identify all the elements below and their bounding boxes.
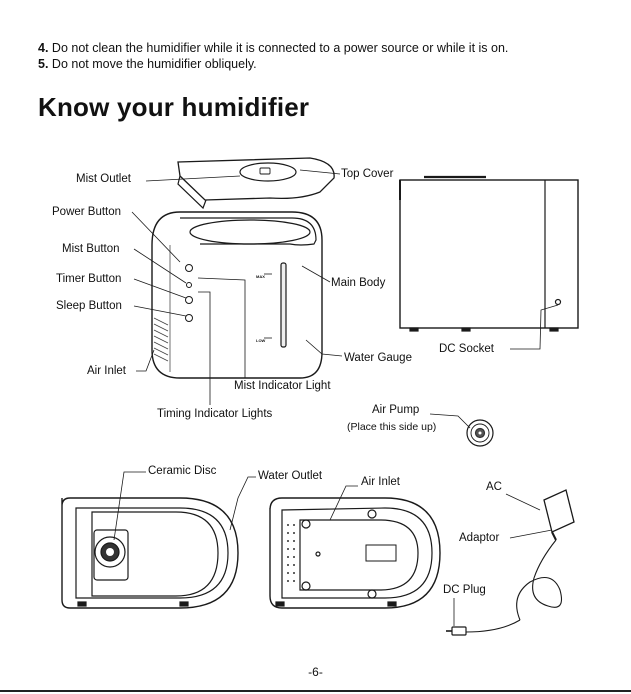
label-dc-plug: DC Plug bbox=[443, 584, 486, 596]
label-air-inlet-side: Air Inlet bbox=[87, 365, 126, 377]
rear-view-drawing bbox=[399, 175, 579, 332]
label-power-button: Power Button bbox=[52, 206, 122, 218]
label-water-gauge: Water Gauge bbox=[344, 352, 412, 364]
top-cover-drawing bbox=[177, 157, 335, 210]
page-heading: Know your humidifier bbox=[38, 92, 310, 122]
bottom-view-outlet-drawing bbox=[269, 497, 441, 609]
adaptor-drawing bbox=[446, 489, 575, 636]
gauge-max-mark: MAX bbox=[256, 274, 265, 279]
note-5: 5. Do not move the humidifier obliquely. bbox=[38, 57, 257, 71]
label-main-body: Main Body bbox=[331, 277, 386, 289]
label-mist-outlet: Mist Outlet bbox=[76, 173, 131, 185]
bottom-rule bbox=[0, 690, 631, 692]
label-ac: AC bbox=[486, 481, 502, 493]
label-ceramic-disc: Ceramic Disc bbox=[148, 465, 217, 477]
label-adaptor: Adaptor bbox=[459, 532, 500, 544]
bottom-view-disc-drawing bbox=[61, 497, 239, 609]
label-timer-button: Timer Button bbox=[56, 273, 122, 285]
leader-lines bbox=[113, 169, 559, 626]
label-mist-indicator-light: Mist Indicator Light bbox=[234, 380, 331, 392]
page-number: -6- bbox=[308, 665, 323, 679]
label-mist-button: Mist Button bbox=[62, 243, 120, 255]
label-air-inlet-bottom: Air Inlet bbox=[361, 476, 400, 488]
air-pump-drawing bbox=[466, 419, 494, 447]
label-sleep-button: Sleep Button bbox=[56, 300, 122, 312]
label-timing-indicator-lights: Timing Indicator Lights bbox=[157, 408, 273, 420]
label-water-outlet: Water Outlet bbox=[258, 470, 323, 482]
label-air-pump: Air Pump bbox=[372, 404, 420, 416]
main-body-drawing bbox=[151, 211, 323, 379]
label-air-pump-note: (Place this side up) bbox=[347, 421, 437, 433]
note-4: 4. Do not clean the humidifier while it … bbox=[38, 41, 509, 55]
label-dc-socket: DC Socket bbox=[439, 343, 494, 355]
safety-notes: 4. Do not clean the humidifier while it … bbox=[38, 40, 508, 72]
gauge-low-mark: LOW bbox=[256, 338, 266, 343]
label-top-cover: Top Cover bbox=[341, 168, 394, 180]
